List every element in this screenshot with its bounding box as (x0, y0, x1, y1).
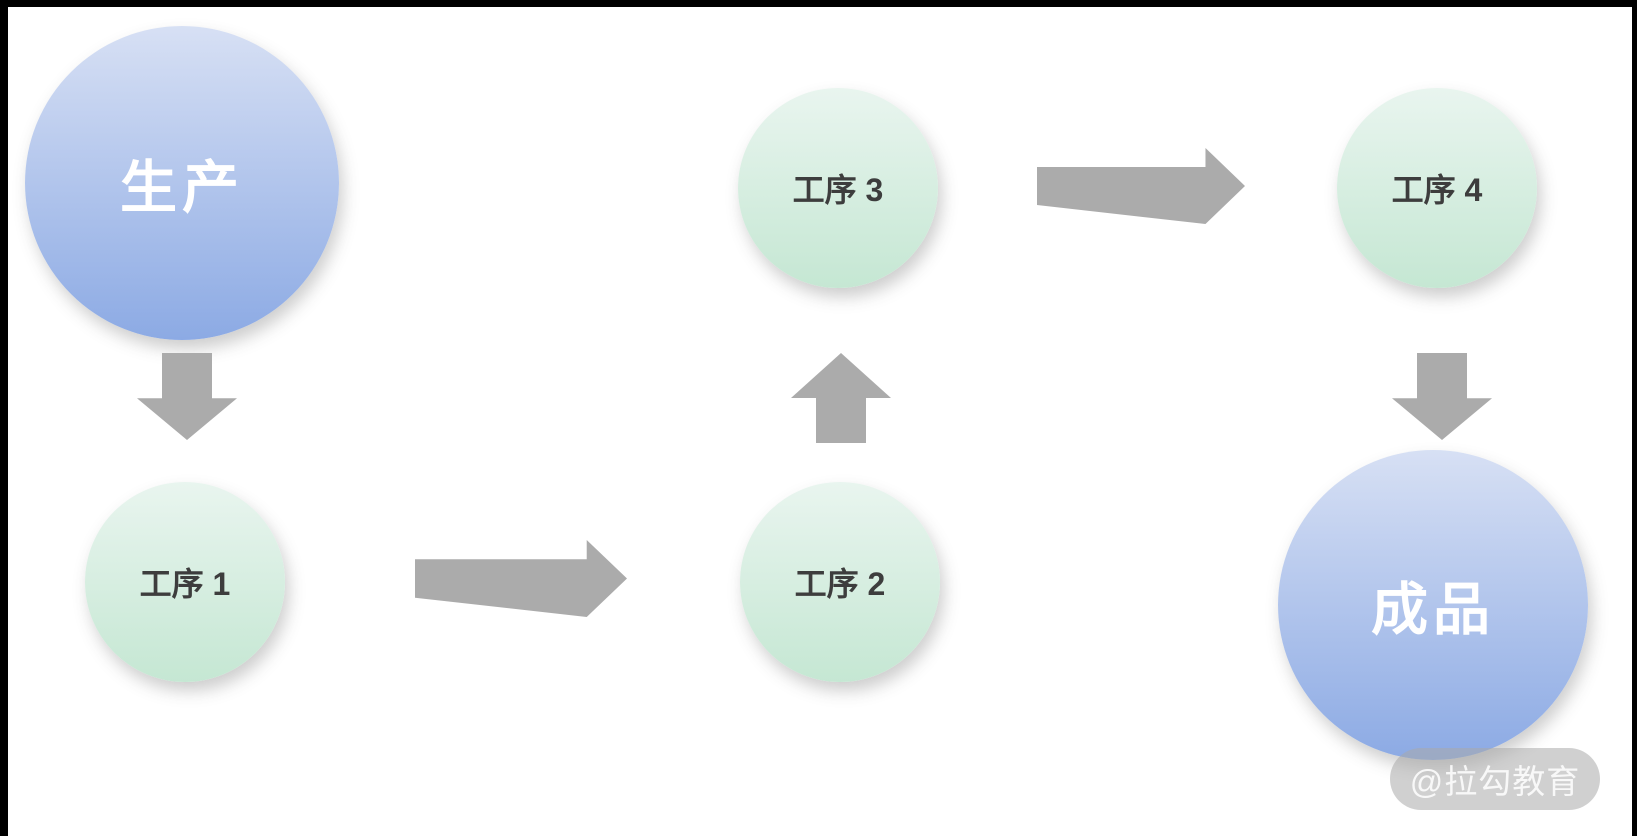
node-step1-label: 工序 1 (139, 566, 231, 602)
frame-edge-left (0, 0, 8, 826)
node-step2-label: 工序 2 (794, 566, 886, 602)
node-step4: 工序 4 (1337, 88, 1537, 288)
node-step4-label: 工序 4 (1391, 172, 1483, 208)
node-step3-label: 工序 3 (792, 172, 884, 208)
frame-edge-right (1632, 0, 1637, 700)
node-finished: 成品 (1278, 450, 1588, 760)
watermark-text: @拉勾教育 (1409, 763, 1581, 800)
watermark-badge: @拉勾教育 (1390, 748, 1600, 810)
node-step2: 工序 2 (740, 482, 940, 682)
node-step3: 工序 3 (738, 88, 938, 288)
node-production: 生产 (25, 26, 339, 340)
frame-edge-top (0, 0, 1637, 7)
node-finished-label: 成品 (1371, 578, 1495, 642)
node-step1: 工序 1 (85, 482, 285, 682)
node-production-label: 生产 (120, 156, 244, 220)
